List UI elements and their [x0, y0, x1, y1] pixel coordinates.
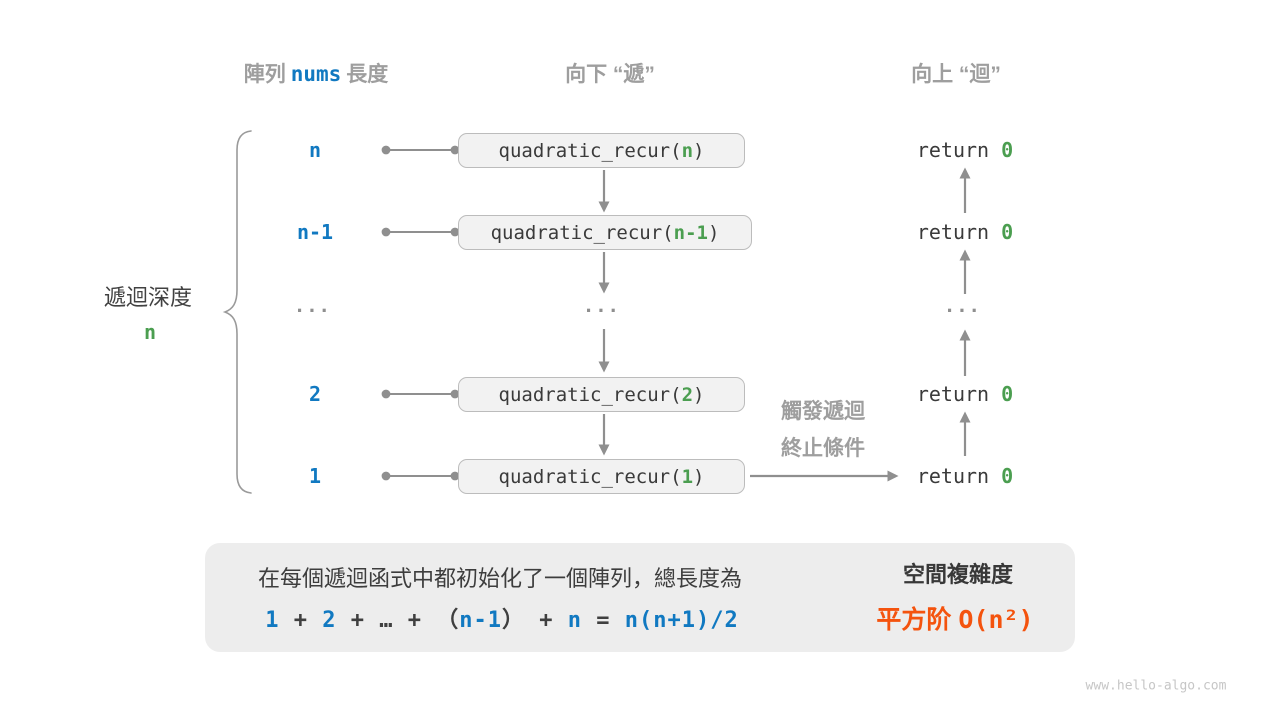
- formula-result: n(n+1)/2: [624, 608, 739, 633]
- return-statement: return 0: [917, 382, 1013, 406]
- call-column-ellipsis: ···: [585, 298, 623, 323]
- trigger-note-line2: 終止條件: [781, 437, 865, 460]
- call-suffix: ): [693, 383, 705, 406]
- recursion-depth-label: 遞迴深度: [103, 285, 193, 310]
- header-return-up: 向上 “迴”: [911, 63, 1001, 86]
- call-text: quadratic_recur(: [498, 139, 682, 162]
- return-value: 0: [1001, 138, 1014, 162]
- call-arg: n-1: [673, 221, 708, 244]
- return-keyword: return: [916, 138, 1002, 162]
- header-array-length-post: 長度: [346, 63, 389, 86]
- return-statement: return 0: [917, 464, 1013, 488]
- depth-brace-icon: [222, 130, 252, 494]
- row-label-n-1: n-1: [296, 220, 334, 244]
- header-array-length-pre: 陣列: [243, 63, 286, 86]
- row-label-1: 1: [308, 464, 322, 488]
- return-column-ellipsis: ···: [946, 298, 984, 323]
- call-box-1: quadratic_recur(1): [458, 459, 745, 494]
- summary-panel: [205, 543, 1075, 652]
- return-keyword: return: [916, 220, 1002, 244]
- call-suffix: ): [693, 465, 705, 488]
- call-arg: 1: [681, 465, 694, 488]
- call-box-n: quadratic_recur(n): [458, 133, 745, 168]
- call-text: quadratic_recur(: [498, 465, 682, 488]
- recursion-depth-value: n: [143, 320, 157, 344]
- return-value: 0: [1001, 464, 1014, 488]
- complexity-order-zh: 平方阶: [876, 606, 952, 634]
- formula-term: n-1: [459, 608, 503, 633]
- watermark: www.hello-algo.com: [1085, 678, 1227, 694]
- formula-op: +: [525, 608, 568, 633]
- return-value: 0: [1001, 382, 1014, 406]
- formula-op: =: [582, 608, 625, 633]
- formula-term: 1: [265, 608, 280, 633]
- space-complexity-value: 平方阶 O(n²): [876, 600, 1033, 636]
- formula-op: +: [393, 608, 437, 633]
- header-recurse-down: 向下 “遞”: [565, 63, 655, 86]
- row-label-ellipsis: ···: [296, 298, 334, 323]
- formula-ellipsis: …: [379, 608, 394, 633]
- formula-op: +: [336, 608, 380, 633]
- header-nums-code: nums: [290, 62, 342, 86]
- trigger-note-line1: 觸發遞迴: [781, 400, 865, 423]
- row-label-2: 2: [308, 382, 322, 406]
- complexity-big-o: O(n²): [958, 605, 1034, 634]
- summary-formula: 1 + 2 + … + （n-1） + n = n(n+1)/2: [265, 602, 739, 634]
- call-box-2: quadratic_recur(2): [458, 377, 745, 412]
- summary-text: 在每個遞迴函式中都初始化了一個陣列，總長度為: [257, 566, 743, 591]
- row-label-n: n: [308, 138, 322, 162]
- formula-paren: ）: [502, 608, 526, 633]
- call-arg: 2: [681, 383, 694, 406]
- call-text: quadratic_recur(: [490, 221, 674, 244]
- call-box-n-1: quadratic_recur(n-1): [458, 215, 752, 250]
- return-keyword: return: [916, 464, 1002, 488]
- formula-op: +: [279, 608, 323, 633]
- call-suffix: ): [707, 221, 720, 244]
- return-value: 0: [1001, 220, 1014, 244]
- formula-term: n: [567, 608, 583, 633]
- space-complexity-title: 空間複雜度: [902, 562, 1014, 587]
- return-keyword: return: [916, 382, 1002, 406]
- return-statement: return 0: [917, 220, 1013, 244]
- formula-term: 2: [322, 608, 337, 633]
- call-text: quadratic_recur(: [498, 383, 682, 406]
- call-suffix: ): [693, 139, 705, 162]
- label-connectors: [381, 145, 460, 481]
- formula-paren: （: [436, 608, 460, 633]
- return-statement: return 0: [917, 138, 1013, 162]
- call-arg: n: [681, 139, 694, 162]
